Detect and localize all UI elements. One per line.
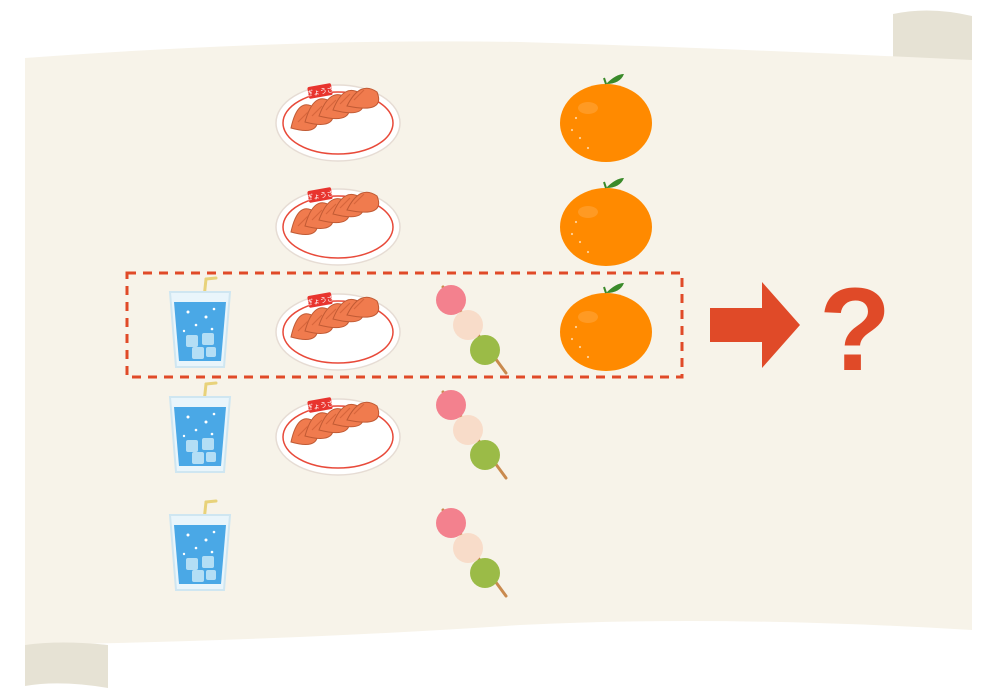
gyoza-plate-icon: ぎょうざ	[275, 186, 401, 266]
drink-icon	[168, 276, 232, 369]
gyoza-plate-icon: ぎょうざ	[275, 82, 401, 162]
right-arrow-icon	[710, 282, 800, 368]
question-mark: ?	[819, 264, 891, 396]
gyoza-plate-icon: ぎょうざ	[275, 291, 401, 371]
drink-icon	[168, 499, 232, 592]
highlight-box	[125, 271, 684, 379]
drink-icon	[168, 381, 232, 474]
scroll-background	[25, 10, 972, 688]
gyoza-plate-icon: ぎょうざ	[275, 396, 401, 476]
